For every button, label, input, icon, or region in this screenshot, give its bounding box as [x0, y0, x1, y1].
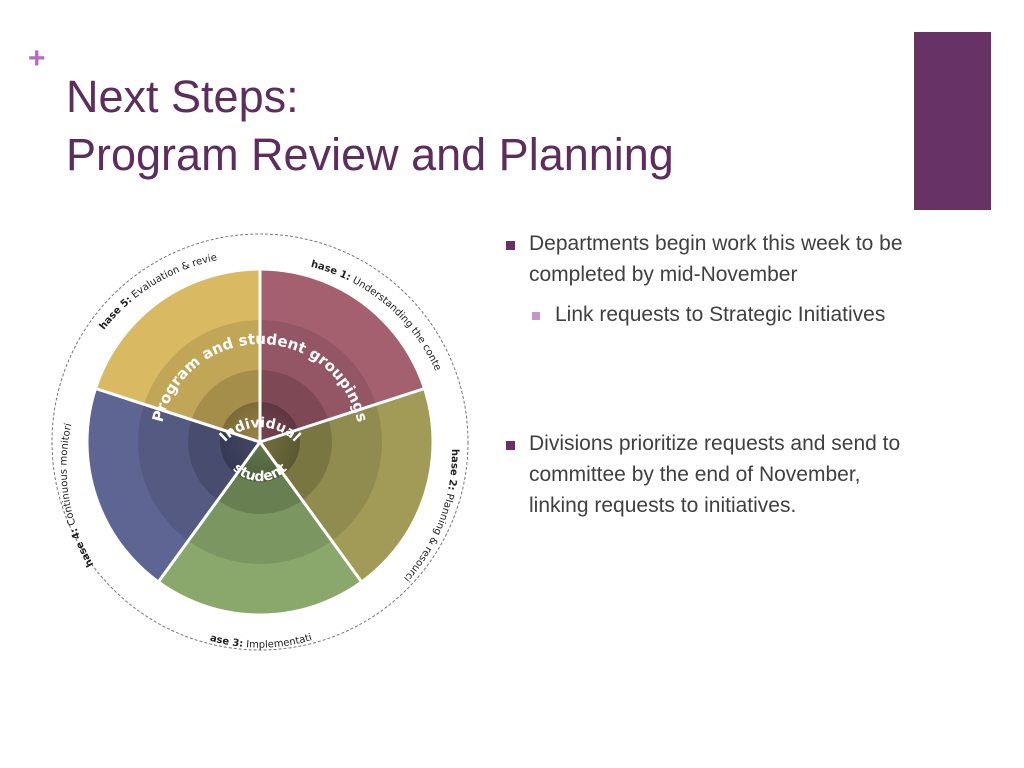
cycle-ring: [51, 233, 469, 651]
phase1-wedge: [260, 269, 425, 442]
phase4-wedge: [87, 388, 260, 582]
phase3-wedge: [158, 442, 362, 616]
phase2-wedge: [260, 388, 433, 582]
bullet-text-1: Departments begin work this week to be c…: [529, 232, 903, 286]
bullet-item-1: Departments begin work this week to be c…: [504, 228, 904, 290]
phase4-subtitle: Continuous monitoring: [40, 222, 78, 527]
title-line-1: Next Steps:: [66, 71, 299, 122]
phase5-title: Phase 5:: [40, 222, 134, 332]
bullet-list: Departments begin work this week to be c…: [504, 228, 904, 521]
sub-bullet-text-1: Link requests to Strategic Initiatives: [555, 303, 886, 326]
bullet-item-2: Divisions prioritize requests and send t…: [504, 428, 904, 521]
bullet-text-2: Divisions prioritize requests and send t…: [529, 432, 901, 517]
title-line-2: Program Review and Planning: [66, 129, 674, 180]
square-bullet-icon: [506, 241, 515, 250]
svg-text:Phase 4: Continuous monitoring: Phase 4: Continuous monitoring: [40, 222, 96, 569]
plus-icon: +: [28, 42, 46, 75]
phase-cycle-diagram: Whole school Program and student groupin…: [40, 222, 469, 651]
accent-block: [914, 32, 991, 210]
sub-bullet-item-1: Link requests to Strategic Initiatives: [530, 299, 904, 330]
phase5-wedge: [95, 269, 260, 442]
slide-title: Next Steps: Program Review and Planning: [66, 68, 674, 184]
square-subbullet-icon: [532, 312, 540, 320]
square-bullet-icon: [506, 441, 515, 450]
